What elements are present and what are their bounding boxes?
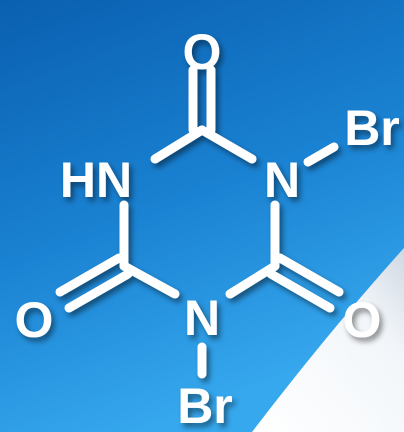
atom-label-o-left: O xyxy=(15,292,54,348)
atom-label-n-right: N xyxy=(264,152,300,208)
bond-c-top-n-right xyxy=(197,125,257,164)
molecule: O N Br HN O N O Br xyxy=(15,24,400,432)
bond-n-bottom-c-left xyxy=(119,261,180,299)
bond-c-o-right-2 xyxy=(266,269,335,313)
atom-label-br-right: Br xyxy=(344,100,400,156)
bond-c-o-right-1 xyxy=(275,253,344,297)
bond-hn-c-top xyxy=(150,125,207,164)
bond-c-right-n-bottom xyxy=(225,261,280,299)
background-swoosh xyxy=(252,248,404,432)
bond-c-o-left-1 xyxy=(55,253,124,297)
atom-label-o-top: O xyxy=(183,24,222,80)
bond-c-o-left-2 xyxy=(64,269,133,313)
atom-label-n-bottom: N xyxy=(184,290,220,346)
atom-label-br-bottom: Br xyxy=(177,378,233,432)
atom-label-o-right: O xyxy=(343,292,382,348)
bond-n-br-right xyxy=(303,142,339,167)
atom-label-hn-left: HN xyxy=(60,152,132,208)
